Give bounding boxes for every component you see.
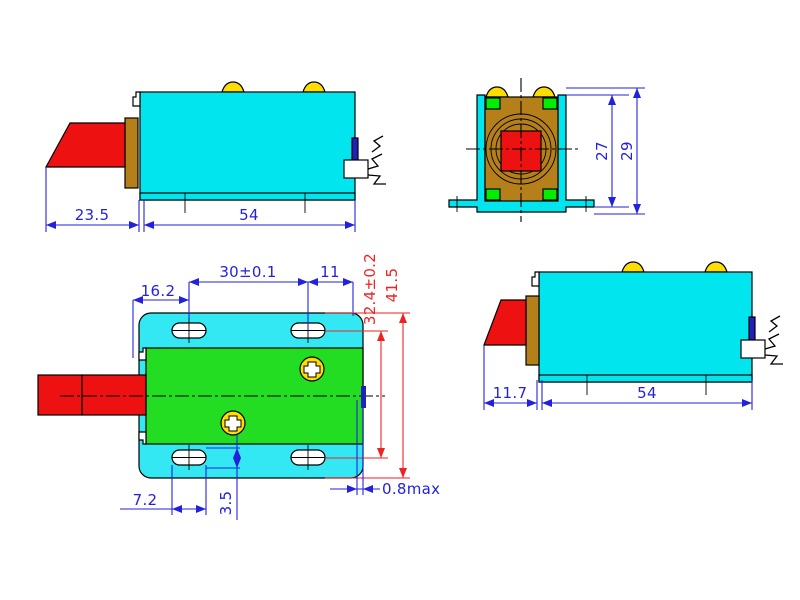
dimension-29: 29 <box>566 87 645 215</box>
phillips-screw-upper <box>299 356 325 382</box>
dimension-label-54-bottom: 54 <box>637 384 657 402</box>
dimension-30: 30±0.1 <box>188 263 309 330</box>
core-flange <box>124 117 139 189</box>
housing-body <box>139 91 356 201</box>
core-flange <box>525 295 540 366</box>
dimension-27: 27 <box>566 94 629 208</box>
screw-bump-icon <box>485 86 509 98</box>
plunger-segment-outer <box>37 374 83 416</box>
screw-bump-icon <box>621 261 645 273</box>
lead-wire-symbol <box>764 315 783 365</box>
dimension-32-4: 32.4±0.2 <box>325 253 388 459</box>
dimension-label-29: 29 <box>618 141 636 161</box>
dimension-label-30: 30±0.1 <box>219 263 276 281</box>
dimension-16-2: 16.2 <box>132 282 190 358</box>
mounting-slot <box>171 318 207 343</box>
mounting-slot <box>171 445 207 470</box>
terminal-tab <box>351 137 359 161</box>
dimension-7-2: 7.2 <box>120 465 207 515</box>
terminal-tab <box>748 316 756 341</box>
body-notch-bottom <box>138 431 147 445</box>
dimension-label-32-4: 32.4±0.2 <box>361 253 379 325</box>
terminal-tab-plan <box>361 386 366 408</box>
wire-terminal-block <box>343 159 369 179</box>
view-top-right-end-section: 27 29 <box>448 78 645 222</box>
housing-notch <box>132 91 141 107</box>
corner-tab <box>542 188 558 201</box>
dimension-label-11: 11 <box>320 263 340 281</box>
dimension-label-41-5: 41.5 <box>383 268 401 303</box>
screw-bump-icon <box>221 81 245 93</box>
body-notch-top <box>138 347 147 361</box>
corner-tab <box>485 97 501 110</box>
dimension-3-5: 3.5 <box>206 435 241 520</box>
base-plate-edge <box>139 192 356 201</box>
dimension-label-27: 27 <box>593 141 611 161</box>
mounting-slot <box>290 445 326 470</box>
dimension-54-bottom: 54 <box>541 380 753 410</box>
housing-body <box>538 271 753 383</box>
wire-terminal-block <box>740 339 766 359</box>
corner-tab <box>485 188 501 201</box>
dimension-11-7: 11.7 <box>483 345 538 410</box>
lead-wire-symbol <box>367 135 386 185</box>
dimension-0-8max: 0.8max <box>330 400 440 498</box>
view-bottom-left-plan: 16.2 30±0.1 11 32.4±0.2 <box>37 253 440 520</box>
dimension-label-23-5: 23.5 <box>75 206 110 224</box>
dimension-label-7-2: 7.2 <box>133 491 158 509</box>
screw-bump-group-top-left <box>221 81 326 93</box>
base-plate-edge <box>538 374 753 383</box>
plunger-segment-inner <box>81 374 147 416</box>
view-top-left-front-side: 23.5 54 <box>44 81 386 232</box>
screw-bump-icon <box>302 81 326 93</box>
corner-tab <box>542 97 558 110</box>
dimension-label-11-7: 11.7 <box>493 384 528 402</box>
view-bottom-right-rear-side: 11.7 54 <box>483 261 783 410</box>
dimension-23-5: 23.5 <box>45 167 140 232</box>
dimension-54-top: 54 <box>143 200 356 232</box>
screw-bump-icon <box>532 86 556 98</box>
dimension-label-3-5: 3.5 <box>217 491 235 516</box>
phillips-screw-lower <box>220 410 246 436</box>
screw-bump-icon <box>704 261 728 273</box>
housing-notch <box>531 271 540 287</box>
dimension-label-0-8max: 0.8max <box>382 480 440 498</box>
dimension-11: 11 <box>308 263 354 316</box>
dimension-label-16-2: 16.2 <box>141 282 176 300</box>
dimension-label-54-top: 54 <box>239 206 259 224</box>
dimension-41-5: 41.5 <box>325 268 410 479</box>
